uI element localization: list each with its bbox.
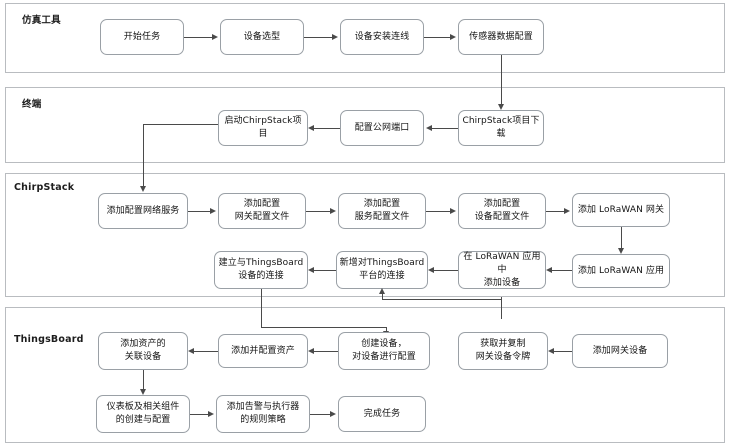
panel-label-terminal: 终端 bbox=[22, 99, 42, 110]
edge-n16-n19-v1 bbox=[261, 289, 262, 327]
edge-n9-n10 bbox=[306, 211, 332, 212]
edge-n18-n15-v3 bbox=[382, 293, 383, 299]
edge-n11-n12 bbox=[546, 211, 566, 212]
node-finish-task[interactable]: 完成任务 bbox=[338, 396, 426, 432]
node-add-lorawan-gateway[interactable]: 添加 LoRaWAN 网关 bbox=[572, 193, 670, 227]
node-establish-device-connection[interactable]: 建立与ThingsBoard 设备的连接 bbox=[214, 251, 308, 289]
arrowhead-n10-n11 bbox=[450, 207, 456, 214]
arrowhead-n23-n24 bbox=[330, 410, 336, 417]
node-dashboard-config[interactable]: 仪表板及相关组件 的创建与配置 bbox=[96, 395, 190, 433]
edge-n4-n5 bbox=[501, 55, 502, 107]
edge-n6-n7 bbox=[314, 128, 340, 129]
node-chirpstack-download[interactable]: ChirpStack项目下载 bbox=[458, 110, 544, 146]
arrowhead-n1-n2 bbox=[212, 33, 218, 40]
edge-n21-n22 bbox=[143, 370, 144, 392]
node-device-selection[interactable]: 设备选型 bbox=[220, 19, 304, 55]
node-add-configure-asset[interactable]: 添加并配置资产 bbox=[218, 334, 308, 368]
edge-n14-n15 bbox=[434, 270, 458, 271]
edge-n3-n4 bbox=[424, 37, 452, 38]
edge-n7-n8-v bbox=[143, 124, 144, 188]
arrowhead-n12-n13 bbox=[617, 248, 624, 254]
edge-n16-n19-h bbox=[261, 327, 386, 328]
node-add-gateway-device[interactable]: 添加网关设备 bbox=[572, 334, 668, 368]
arrowhead-n2-n3 bbox=[332, 33, 338, 40]
edge-n2-n3 bbox=[304, 37, 334, 38]
edge-n20-n21 bbox=[194, 351, 218, 352]
arrowhead-n5-n6 bbox=[426, 124, 432, 131]
edge-n13-n14 bbox=[552, 270, 572, 271]
node-add-lorawan-app[interactable]: 添加 LoRaWAN 应用 bbox=[572, 254, 670, 288]
arrowhead-n8-n9 bbox=[210, 207, 216, 214]
node-sensor-data-config[interactable]: 传感器数据配置 bbox=[458, 19, 544, 55]
edge-n18-n15-v1 bbox=[501, 297, 502, 299]
arrowhead-n21-n22 bbox=[139, 389, 146, 395]
node-add-gateway-profile[interactable]: 添加配置 网关配置文件 bbox=[218, 193, 306, 229]
arrowhead-n11-n12 bbox=[564, 207, 570, 214]
edge-n17-n18 bbox=[554, 351, 572, 352]
arrowhead-n15-n16 bbox=[308, 266, 314, 273]
edge-n15-n16 bbox=[314, 270, 336, 271]
arrowhead-n6-n7 bbox=[308, 124, 314, 131]
arrowhead-n20-n21 bbox=[188, 347, 194, 354]
edge-n10-n11 bbox=[426, 211, 452, 212]
edge-n16-n19-v2 bbox=[386, 327, 387, 334]
panel-label-chirpstack: ChirpStack bbox=[14, 182, 75, 193]
node-public-port-config[interactable]: 配置公网端口 bbox=[340, 110, 424, 146]
node-create-device[interactable]: 创建设备， 对设备进行配置 bbox=[338, 332, 430, 370]
node-add-thingsboard-connection[interactable]: 新增对ThingsBoard 平台的连接 bbox=[336, 251, 428, 289]
arrowhead-n14-n15 bbox=[428, 266, 434, 273]
arrowhead-n19-n20 bbox=[308, 347, 314, 354]
node-start-chirpstack-project[interactable]: 启动ChirpStack项目 bbox=[218, 110, 308, 146]
edge-n23-n24 bbox=[310, 414, 332, 415]
node-add-network-server[interactable]: 添加配置网络服务 bbox=[98, 193, 188, 229]
edge-n8-n9 bbox=[188, 211, 212, 212]
panel-label-sim: 仿真工具 bbox=[22, 15, 61, 26]
node-copy-gateway-token[interactable]: 获取并复制 网关设备令牌 bbox=[458, 332, 548, 370]
edge-n12-n13 bbox=[621, 227, 622, 251]
edge-n18-n15-v2 bbox=[501, 299, 502, 319]
edge-n7-n8-h bbox=[143, 124, 218, 125]
arrowhead-n22-n23 bbox=[208, 410, 214, 417]
arrowhead-n7-n8 bbox=[139, 186, 146, 192]
node-add-device-in-app[interactable]: 在 LoRaWAN 应用中 添加设备 bbox=[458, 251, 546, 289]
node-add-asset-related-device[interactable]: 添加资产的 关联设备 bbox=[98, 332, 188, 370]
node-start-task[interactable]: 开始任务 bbox=[100, 19, 184, 55]
edge-n5-n6 bbox=[430, 128, 458, 129]
node-add-device-profile[interactable]: 添加配置 设备配置文件 bbox=[458, 193, 546, 229]
edge-n22-n23 bbox=[190, 414, 210, 415]
edge-n1-n2 bbox=[184, 37, 214, 38]
arrowhead-n18-n15 bbox=[378, 288, 385, 294]
arrowhead-n3-n4 bbox=[450, 33, 456, 40]
arrowhead-n9-n10 bbox=[330, 207, 336, 214]
node-device-wiring[interactable]: 设备安装连线 bbox=[340, 19, 424, 55]
node-add-service-profile[interactable]: 添加配置 服务配置文件 bbox=[338, 193, 426, 229]
panel-label-thingsboard: ThingsBoard bbox=[14, 334, 84, 345]
arrowhead-n13-n14 bbox=[546, 266, 552, 273]
edge-n18-n15-h bbox=[382, 299, 501, 300]
edge-n19-n20 bbox=[314, 351, 338, 352]
node-alarm-rule-chain[interactable]: 添加告警与执行器 的规则策略 bbox=[216, 395, 310, 433]
arrowhead-n17-n18 bbox=[548, 347, 554, 354]
arrowhead-n4-n5 bbox=[497, 104, 504, 110]
